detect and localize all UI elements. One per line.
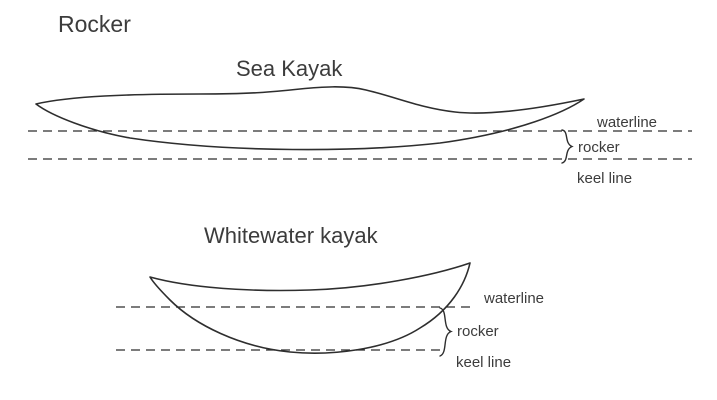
whitewater-keel-label: keel line (456, 354, 511, 371)
sea-waterline-label: waterline (596, 114, 657, 131)
sea-rocker-brace-icon (561, 129, 574, 164)
whitewater-waterline-label: waterline (483, 290, 544, 307)
sea-keel-label: keel line (577, 170, 632, 187)
sea-kayak-outline (35, 86, 585, 151)
whitewater-rocker-label: rocker (457, 323, 499, 340)
sea-rocker-label: rocker (578, 139, 620, 156)
whitewater-rocker-brace-icon (439, 307, 453, 357)
whitewater-kayak-title: Whitewater kayak (204, 223, 379, 248)
sea-kayak-title: Sea Kayak (236, 56, 343, 81)
whitewater-kayak-outline (149, 262, 471, 354)
page-title: Rocker (58, 11, 131, 37)
